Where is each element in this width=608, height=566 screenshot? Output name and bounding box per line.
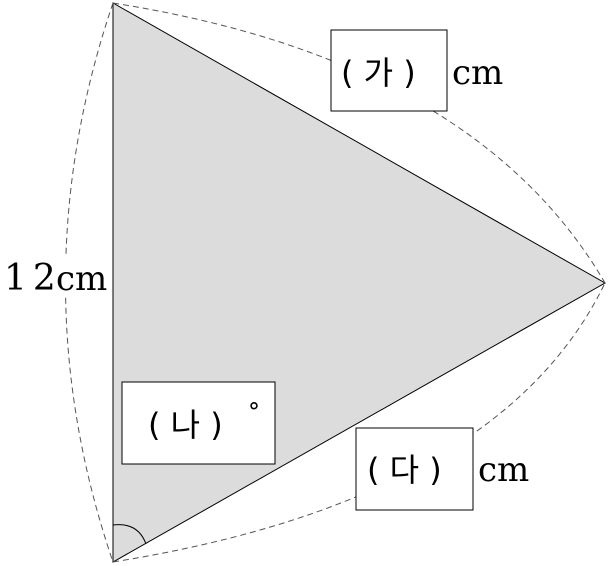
answer-box-da-unit: cm — [478, 450, 529, 490]
answer-box-ga-text: ( 가 ) — [341, 54, 416, 92]
answer-box-ga[interactable] — [330, 29, 448, 112]
answer-box-ga-unit: cm — [452, 53, 503, 93]
answer-box-na[interactable] — [121, 381, 276, 465]
side-length-unit: cm — [56, 259, 107, 299]
angle-arc-mark — [112, 524, 147, 545]
answer-box-na-unit: ° — [248, 398, 260, 426]
side-length-value: 12 — [4, 258, 62, 299]
answer-box-da-text: ( 다 ) — [367, 451, 442, 489]
answer-box-na-text: ( 나 ) — [148, 406, 223, 444]
answer-box-da[interactable] — [355, 427, 474, 511]
side-label-bg — [2, 256, 110, 296]
